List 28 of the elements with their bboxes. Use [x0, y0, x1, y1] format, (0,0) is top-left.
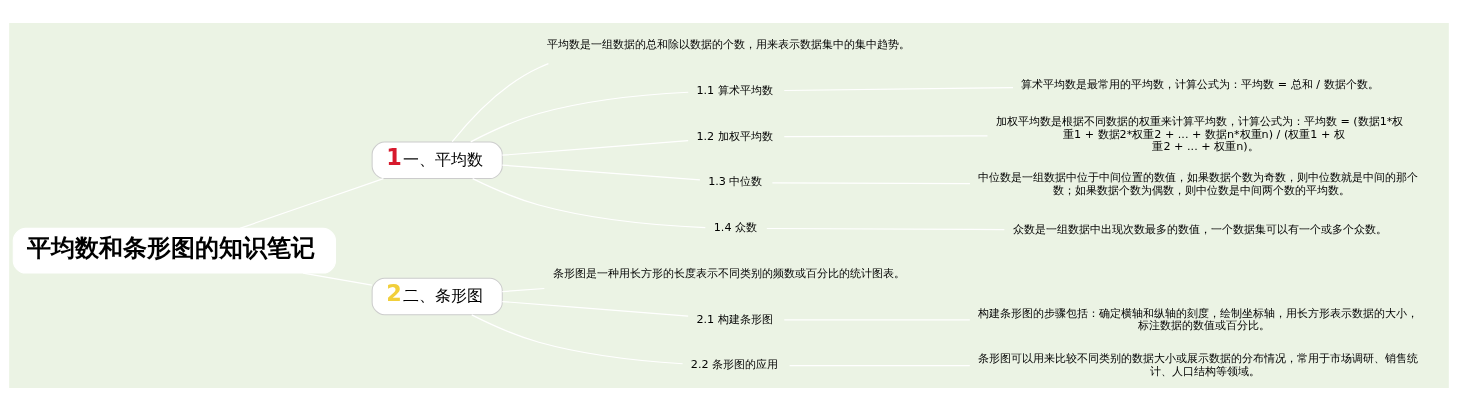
node-text: 2.2 条形图的应用 [690, 357, 779, 371]
connector [472, 177, 706, 228]
node-text: 平均数是一组数据的总和除以数据的个数，用来表示数据集中的集中趋势。 [547, 37, 911, 51]
connector [501, 300, 689, 317]
node-text: 构建条形图的步骤包括：确定横轴和纵轴的刻度，绘制坐标轴，用长方形表示数据的大小，标注数据的数值或百分比。 [978, 306, 1419, 332]
connector [451, 62, 549, 142]
node-text: 众数是一组数据中出现次数最多的数值，一个数据集可以有一个或多个众数。 [1012, 222, 1387, 236]
node-text: 中位数是一组数据中位于中间位置的数值，如果数据个数为奇数，则中位数就是中间的那个数；如果数据个数为偶数，则中位数是中间两个数的平均数。 [978, 170, 1419, 197]
connector [501, 287, 545, 292]
node-text: 加权平均数是根据不同数据的权重来计算平均数，计算公式为：平均数 = (数据1*权重1 + 数据2*权重2 + ... + 数据n*权重n) / (权重1 + 权重2 + ... + 权重n)。 [995, 114, 1404, 153]
node-text: 1.4 众数 [713, 220, 758, 234]
node-box: 2二、条形图 [371, 277, 503, 315]
node-box: 平均数和条形图的知识笔记 [12, 227, 337, 274]
connector [501, 139, 689, 156]
connector [239, 177, 385, 229]
node-text: 2.1 构建条形图 [696, 312, 773, 326]
connector [471, 313, 684, 364]
connector [470, 91, 689, 142]
node-box: 1一、平均数 [371, 140, 503, 179]
connector [501, 164, 701, 181]
node-text: 条形图是一种用长方形的长度表示不同类别的频数或百分比的统计图表。 [552, 266, 905, 280]
connector [783, 86, 1014, 91]
node-text: 条形图可以用来比较不同类别的数据大小或展示数据的分布情况，常用于市场调研、销售统计、人口结构等领域。 [978, 351, 1419, 378]
node-text: 算术平均数是最常用的平均数，计算公式为：平均数 = 总和 / 数据个数。 [1021, 77, 1379, 91]
node-text: 1.3 中位数 [708, 174, 763, 188]
connector [302, 272, 373, 286]
node-text: 1.2 加权平均数 [696, 129, 773, 143]
node-text: 1.1 算术平均数 [696, 83, 773, 97]
